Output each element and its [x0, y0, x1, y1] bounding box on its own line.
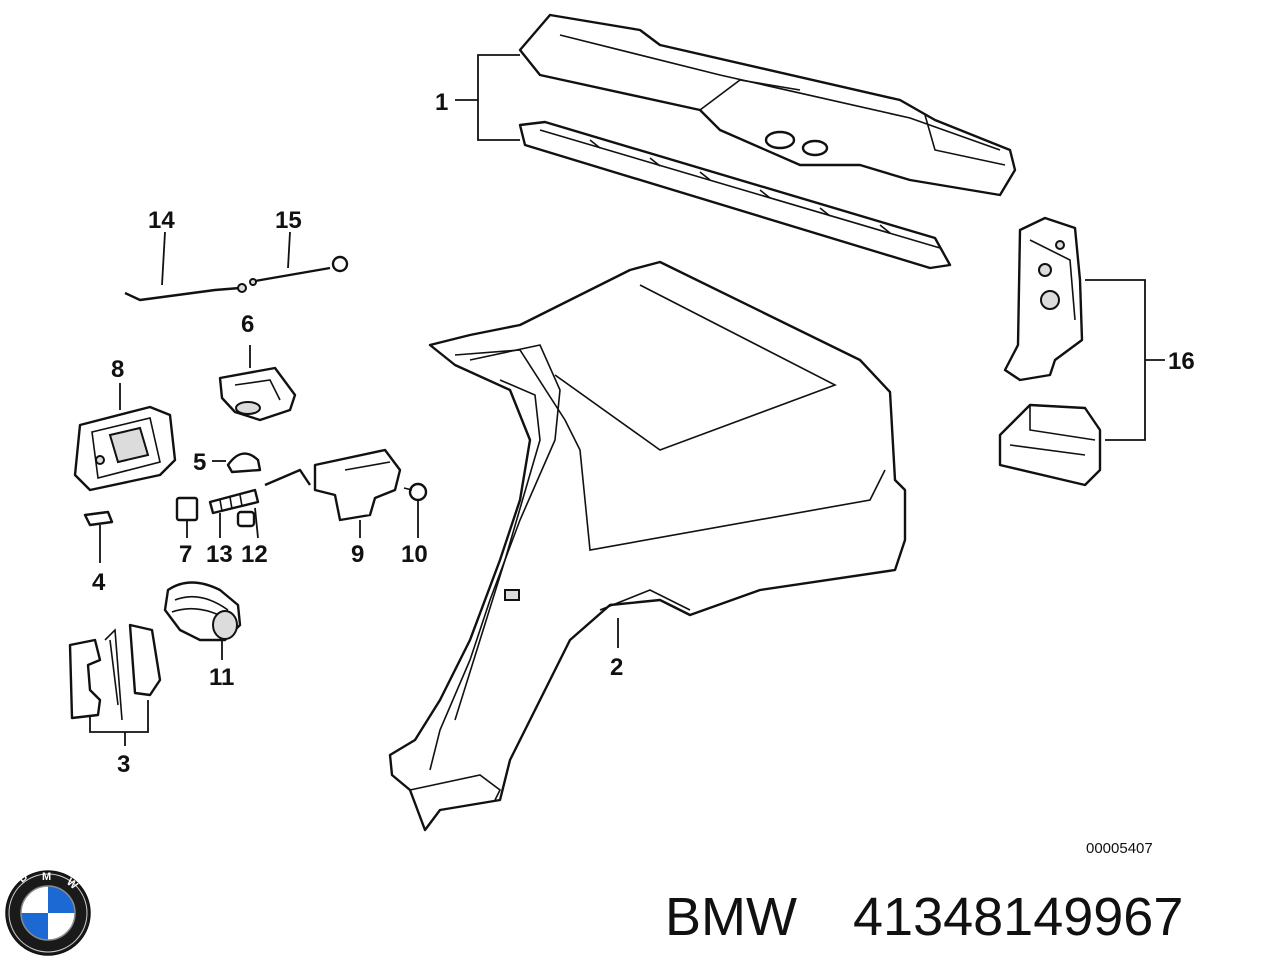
callout-5: 5	[193, 449, 206, 476]
part-15-cable	[249, 231, 349, 286]
part-6-housing	[218, 345, 297, 422]
part-3-hinge	[68, 623, 162, 746]
callout-11: 11	[209, 664, 234, 691]
part-9-actuator	[264, 448, 402, 538]
caption-part-number: 41348149967	[853, 887, 1183, 947]
part-2-quarter-panel	[388, 260, 907, 832]
caption-brand: BMW	[665, 887, 797, 947]
bmw-logo-icon: B M W	[5, 870, 91, 956]
part-5-clip	[212, 452, 262, 474]
callout-10: 10	[401, 541, 428, 568]
part-11-filler-boot	[163, 581, 242, 660]
part-10-screw	[403, 482, 428, 538]
part-4-clip	[83, 510, 114, 563]
leader-16	[1085, 279, 1165, 441]
part-16-pillar-bracket	[998, 216, 1102, 487]
part-1-rear-crossmember	[518, 13, 1017, 270]
callout-7: 7	[179, 541, 192, 568]
callout-9: 9	[351, 541, 364, 568]
callout-15: 15	[275, 207, 302, 234]
part-14-rod	[124, 231, 247, 302]
callout-3: 3	[117, 751, 130, 778]
callout-13: 13	[206, 541, 233, 568]
part-7-cap	[175, 496, 199, 538]
diagram-document-number: 00005407	[1086, 840, 1153, 857]
callout-6: 6	[241, 311, 254, 338]
callout-12: 12	[241, 541, 268, 568]
part-8-filler-flap	[73, 383, 177, 492]
svg-text:M: M	[42, 871, 51, 883]
part-12-bushing	[236, 507, 259, 539]
callout-4: 4	[92, 569, 106, 596]
callout-16: 16	[1168, 348, 1195, 375]
callout-14: 14	[148, 207, 175, 234]
part-13-spring	[208, 488, 260, 538]
callout-8: 8	[111, 356, 124, 383]
leader-1	[455, 54, 520, 141]
callout-1: 1	[435, 89, 448, 116]
callout-2: 2	[610, 654, 623, 681]
